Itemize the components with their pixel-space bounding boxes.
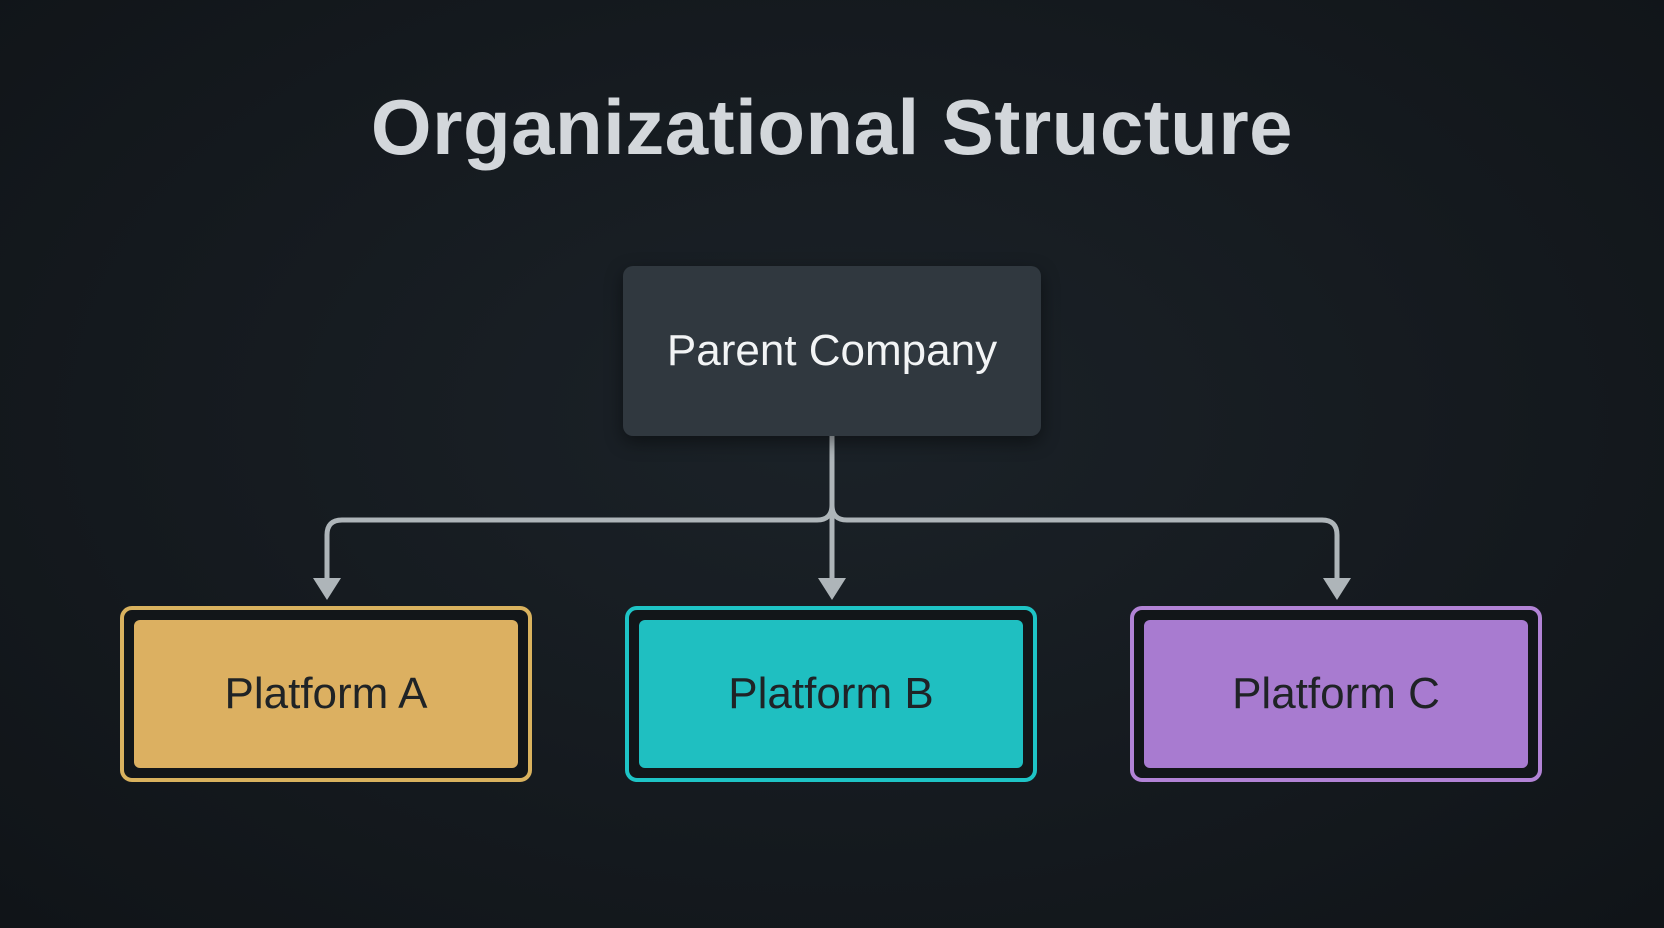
platform-a-fill: Platform A [134,620,518,768]
page-title: Organizational Structure [370,83,1294,171]
connector-branch-c [829,502,1340,583]
arrowhead-c [1323,578,1351,600]
parent-company-node[interactable]: Parent Company [623,266,1041,436]
platform-b-label: Platform B [728,669,934,718]
platform-b-node[interactable]: Platform B [625,606,1037,782]
platform-c-label: Platform C [1232,669,1440,718]
connector-branch-a [324,502,835,583]
parent-company-label: Parent Company [666,326,998,375]
arrowhead-b [818,578,846,600]
platform-c-fill: Platform C [1144,620,1528,768]
platform-a-node[interactable]: Platform A [120,606,532,782]
platform-a-label: Platform A [224,669,428,718]
platform-c-node[interactable]: Platform C [1130,606,1542,782]
arrowhead-a [313,578,341,600]
platform-b-fill: Platform B [639,620,1023,768]
